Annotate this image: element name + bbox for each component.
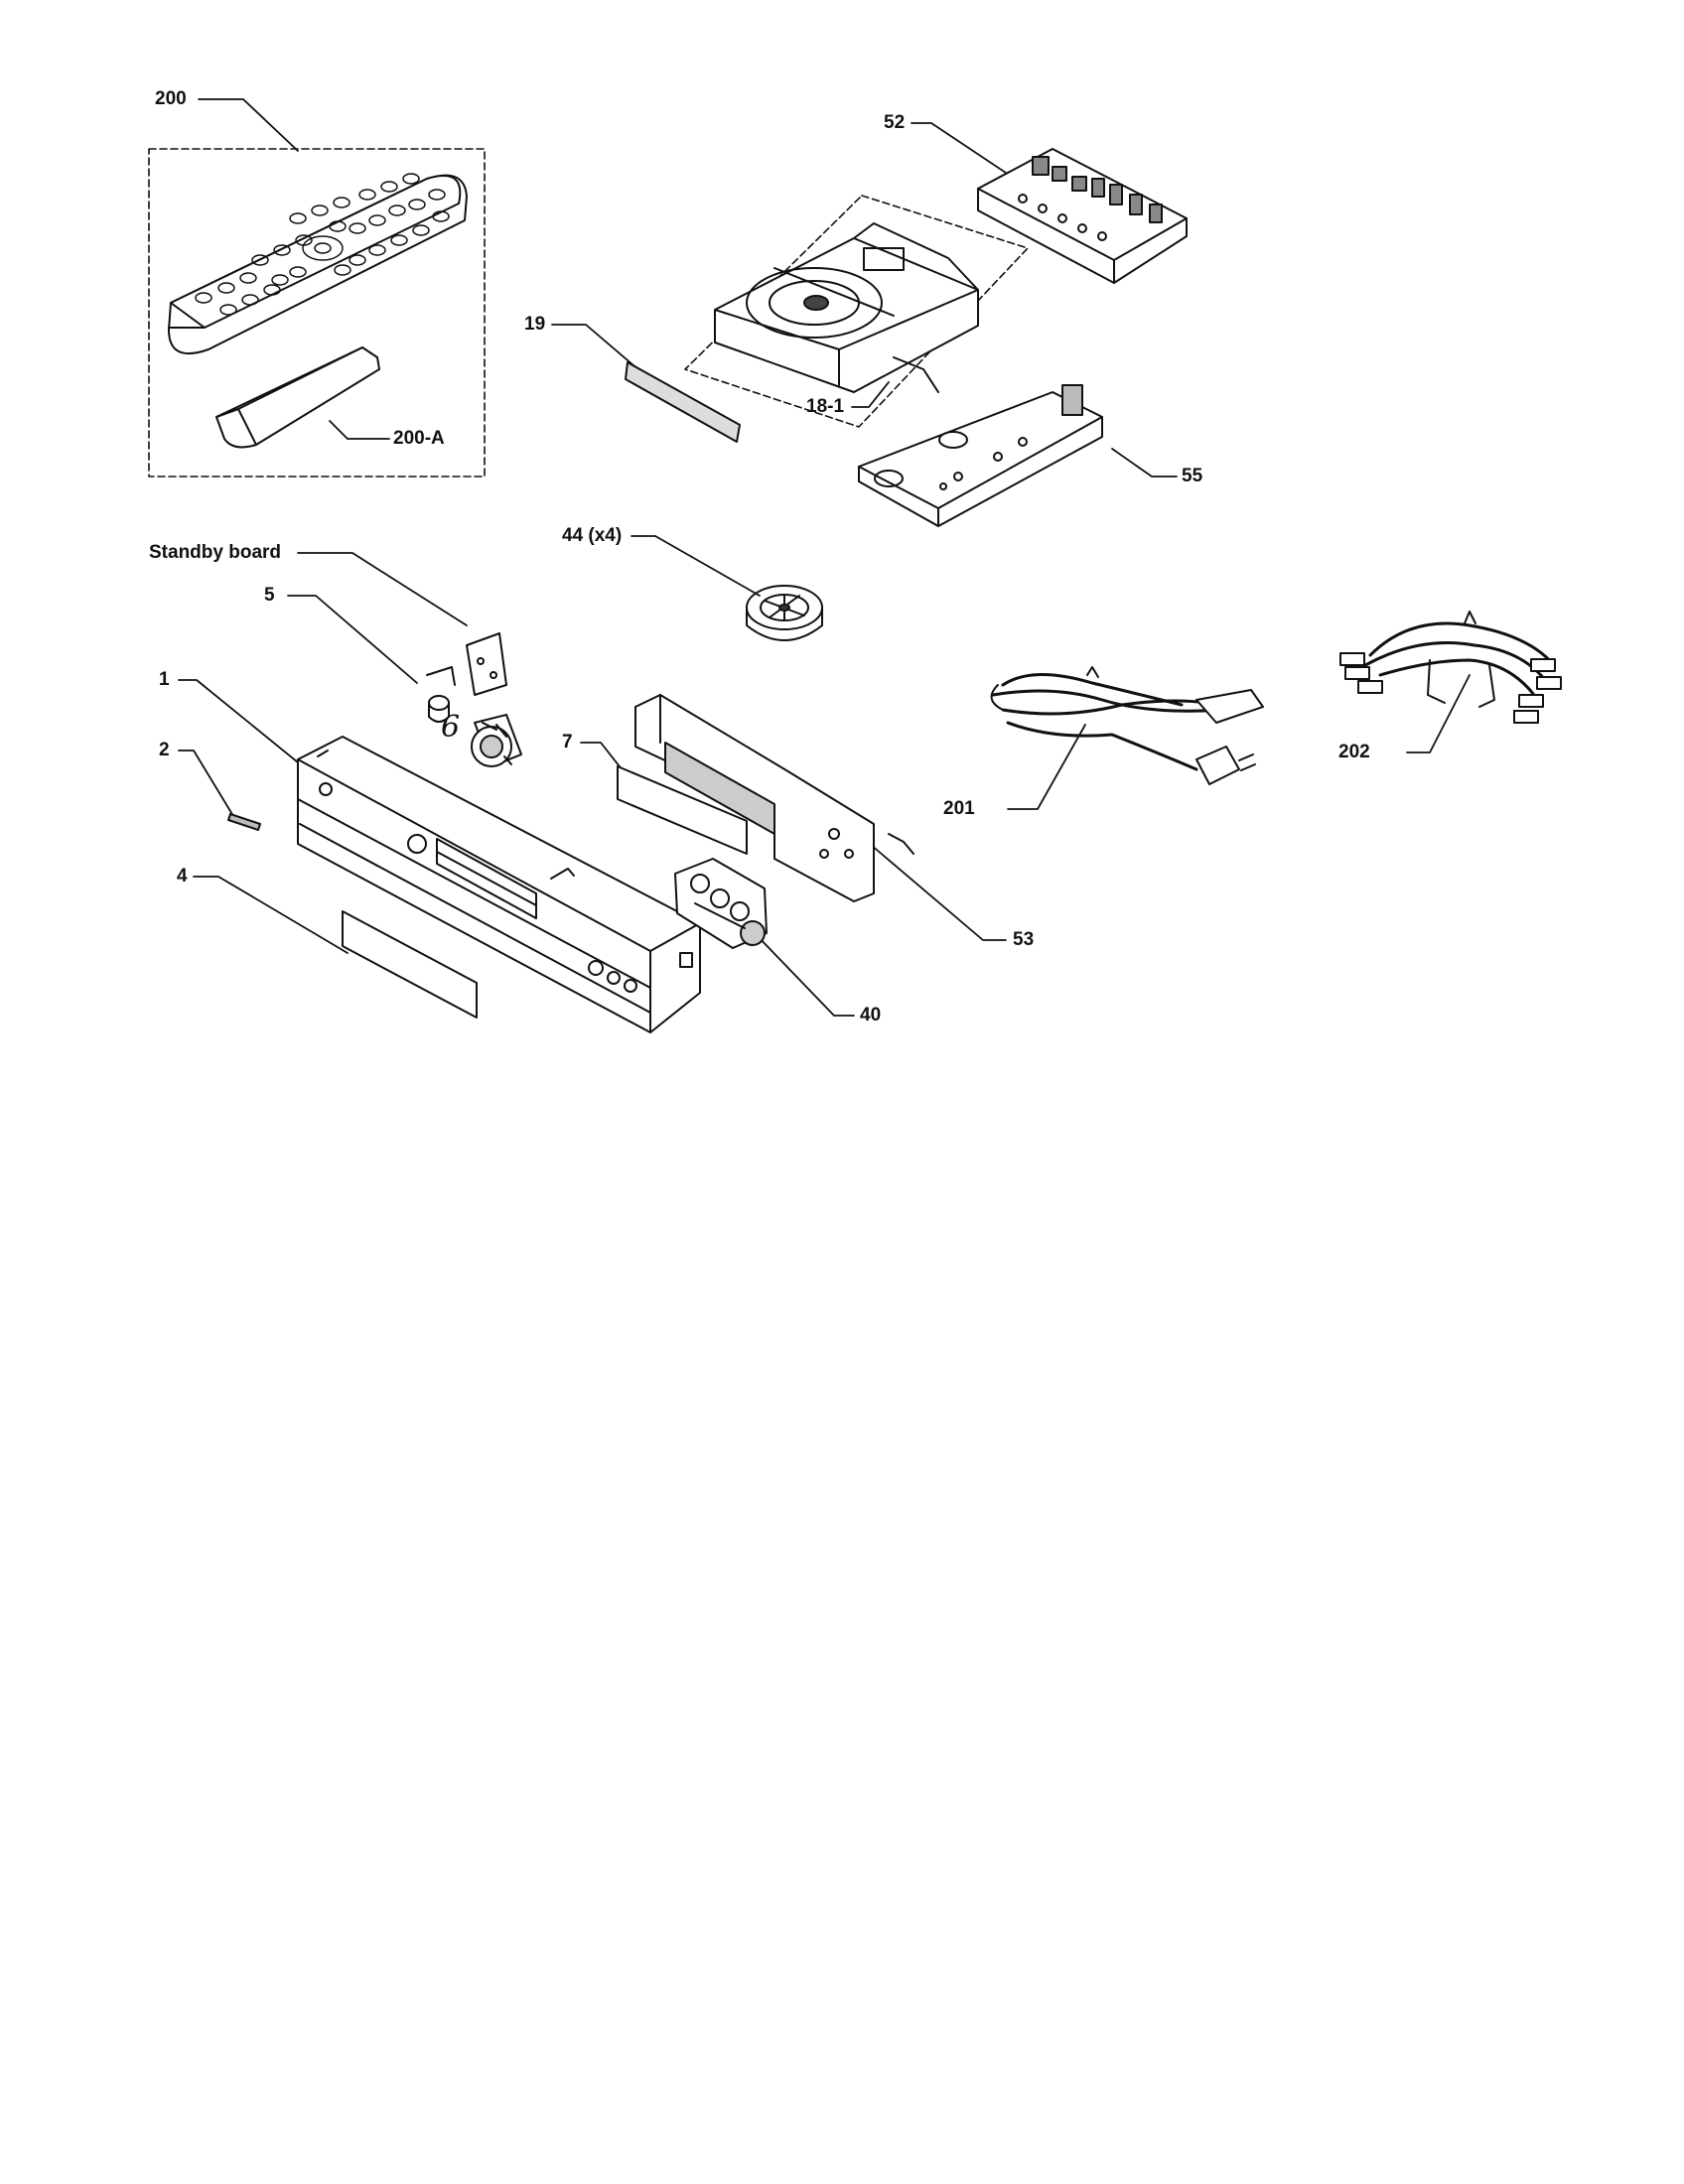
label-19: 19 <box>524 314 546 335</box>
lens-icon <box>426 666 456 723</box>
remote-control-icon <box>168 173 468 354</box>
dvd-loader-icon <box>714 222 979 393</box>
standby-board-icon <box>466 632 507 696</box>
label-55: 55 <box>1182 466 1203 486</box>
label-200: 200 <box>155 88 187 109</box>
label-40: 40 <box>860 1005 882 1025</box>
label-4: 4 <box>177 866 188 887</box>
main-board-icon <box>977 148 1188 284</box>
key-holder-icon <box>674 858 768 949</box>
front-panel-icon <box>297 736 701 1033</box>
label-202: 202 <box>1338 742 1370 762</box>
label-7: 7 <box>562 732 573 752</box>
label-2: 2 <box>159 740 170 760</box>
label-standby-board: Standby board <box>149 542 282 563</box>
label-18-1: 18-1 <box>806 396 845 417</box>
servo-board-icon <box>858 384 1103 527</box>
display-board-icon <box>634 694 914 902</box>
label-53: 53 <box>1013 929 1035 950</box>
power-cord-icon <box>990 666 1264 785</box>
label-6: 6 <box>441 710 461 745</box>
badge-icon <box>227 813 261 831</box>
window-panel-icon <box>342 910 478 1019</box>
label-44: 44 (x4) <box>562 525 623 546</box>
loader-kit-box <box>684 195 1029 428</box>
power-button-icon <box>471 714 522 767</box>
display-filter-icon <box>617 765 748 855</box>
av-cable-icon <box>1339 611 1562 724</box>
tray-panel-icon <box>625 361 741 443</box>
remote-kit-box <box>148 148 486 478</box>
label-201: 201 <box>943 798 975 819</box>
label-1: 1 <box>159 669 170 690</box>
battery-cover-icon <box>215 346 380 449</box>
label-52: 52 <box>884 112 906 133</box>
foot-icon <box>746 585 823 641</box>
label-5: 5 <box>264 585 275 606</box>
label-200-a: 200-A <box>393 428 445 449</box>
